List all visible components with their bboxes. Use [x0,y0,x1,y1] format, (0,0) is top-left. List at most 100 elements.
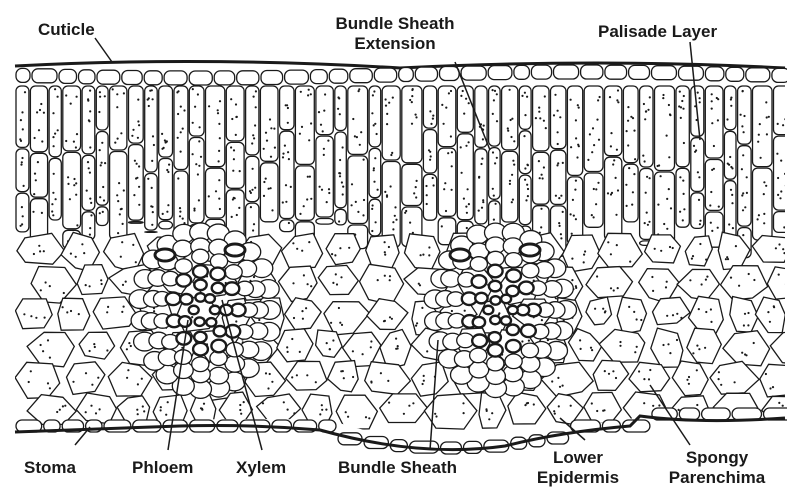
guard-cell [450,249,470,261]
spongy-parenchyma [15,232,787,431]
epidermis-cell [285,70,309,84]
label-xylem: Xylem [236,458,286,478]
palisade-cell [63,152,81,228]
palisade-cell [206,168,225,218]
palisade-cell [226,86,244,141]
spongy-cell [767,267,787,299]
label-palisade-layer: Palisade Layer [598,22,717,42]
vascular-cell [505,354,522,369]
vascular-cell [180,294,192,305]
vascular-cell [192,249,209,264]
vascular-cell [506,340,521,353]
palisade-cell [519,175,531,225]
vascular-cell [488,344,503,357]
epidermis-cell [189,71,212,85]
palisade-cell [519,131,531,174]
spongy-cell [15,362,60,398]
epidermis-cell [350,69,373,83]
spongy-cell [257,394,301,420]
palisade-cell [348,86,368,154]
spongy-cell [326,234,360,265]
epidermis-cell [329,69,348,83]
epidermis-cell [531,65,551,79]
vascular-cell [211,340,226,353]
spongy-cell [27,332,74,367]
vascular-cell [209,367,229,384]
spongy-cell [285,298,322,330]
epidermis-cell [399,68,414,82]
vascular-cell [473,317,485,328]
palisade-cell [584,173,603,227]
epidermis-cell [310,70,327,84]
palisade-cell [246,156,259,201]
vascular-cell [210,306,220,315]
vascular-cell [506,269,521,282]
spongy-cell [31,267,76,304]
spongy-cell [365,362,411,395]
vascular-cell [501,316,511,325]
spongy-cell [586,267,633,298]
guard-cell [155,249,175,261]
label-spongy-parenchyma-line2: Parenchima [652,468,782,488]
epidermis-cell [415,67,437,81]
palisade-layer [16,86,787,258]
vascular-cell [488,265,503,278]
epidermis-cell [581,65,603,79]
label-spongy-parenchyma: Spongy Parenchima [652,448,782,488]
palisade-cell [280,131,294,218]
epidermis-cell [652,66,677,80]
vascular-cell [470,257,487,272]
palisade-cell [423,174,436,220]
palisade-cell [655,86,675,171]
palisade-cell [335,86,347,131]
epidermis-cell [679,66,704,80]
epidermis-cell [374,68,396,82]
vascular-cell [166,293,181,306]
epidermis-cell [214,71,235,85]
spongy-cell [653,297,691,324]
palisade-cell [691,193,704,229]
spongy-cell [324,302,370,335]
palisade-cell [260,86,278,161]
palisade-cell [605,157,622,240]
spongy-cell [755,297,785,333]
palisade-cell [551,150,566,204]
spongy-cell [617,297,646,334]
palisade-cell [369,148,381,197]
spongy-cell [318,265,358,294]
spongy-cell [645,235,681,263]
palisade-cell [159,221,173,229]
palisade-cell [348,156,368,224]
vascular-cell [212,283,224,294]
vascular-cell [489,332,501,343]
palisade-cell [159,159,173,220]
vascular-cell [472,275,487,288]
palisade-cell [705,86,723,158]
palisade-cell [676,168,689,227]
palisade-cell [96,207,108,226]
vascular-cell [176,274,191,287]
palisade-cell [335,209,347,225]
vascular-cell [507,325,519,336]
palisade-cell [335,132,347,208]
palisade-cell [145,86,158,172]
spongy-cell [770,328,787,366]
vascular-cell [194,332,206,343]
spongy-cell [687,328,722,363]
spongy-cell [586,297,612,325]
vascular-cell [491,296,501,305]
palisade-cell [82,155,95,210]
epidermis-cell [261,71,283,85]
vascular-cell [206,318,216,327]
palisade-cell [159,86,173,157]
spongy-cell [279,266,318,301]
palisade-cell [226,142,244,188]
palisade-cell [640,86,653,167]
palisade-cell [16,193,29,232]
spongy-cell [277,329,313,362]
epidermis-cell [97,70,120,84]
epidermis-cell [772,68,787,82]
spongy-cell [730,297,758,333]
palisade-cell [438,86,456,147]
